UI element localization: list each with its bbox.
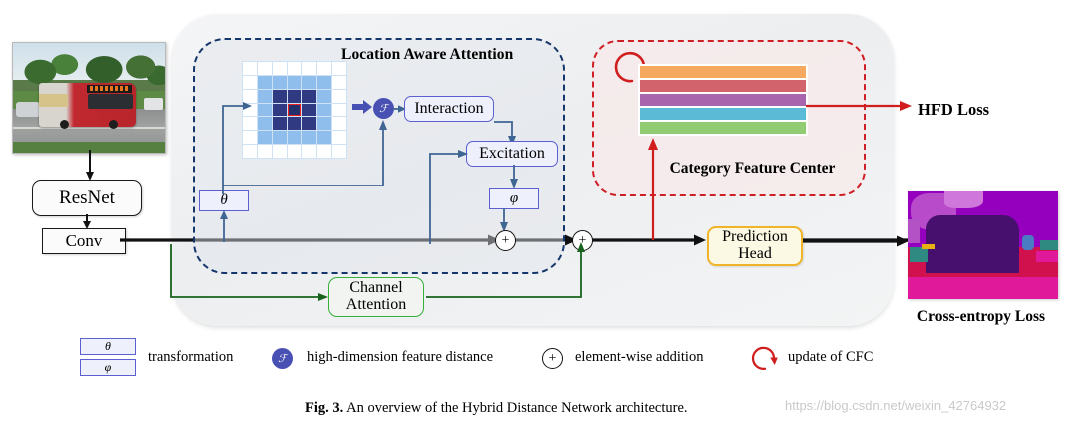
category-feature-center-label: Category Feature Center: [669, 160, 836, 177]
feature-distance-icon: ℱ: [373, 98, 394, 119]
legend-theta-box: θ: [80, 338, 136, 355]
figure-caption: Fig. 3. An overview of the Hybrid Distan…: [305, 400, 688, 417]
theta-transform-box[interactable]: θ: [199, 190, 249, 211]
cross-entropy-loss-label: Cross-entropy Loss: [916, 308, 1046, 325]
arrow-f-to-interaction: [393, 105, 406, 113]
category-feature-center-bars: [638, 64, 808, 136]
input-image: [12, 42, 166, 154]
legend-f-circle-icon: ℱ: [272, 348, 293, 369]
watermark: https://blog.csdn.net/weixin_42764932: [785, 398, 1007, 413]
elementwise-add-1: +: [495, 230, 516, 251]
prediction-head-block[interactable]: Prediction Head: [707, 226, 803, 266]
legend-phi-box: φ: [80, 359, 136, 376]
legend-update-cfc-icon: [751, 346, 778, 370]
interaction-block[interactable]: Interaction: [404, 96, 494, 122]
arrow-cfc-to-hfd-loss: [806, 101, 912, 111]
attention-grid: [242, 61, 347, 159]
path-theta-to-grid: [222, 102, 252, 194]
caption-prefix: Fig. 3.: [305, 400, 344, 416]
location-aware-attention-title: Location Aware Attention: [341, 46, 514, 63]
legend: θ φ transformation ℱ high-dimension feat…: [0, 332, 1065, 384]
channel-attention-line2: Attention: [345, 296, 407, 313]
arrow-backbone-to-theta: [220, 210, 228, 242]
excitation-label: Excitation: [479, 144, 545, 162]
prediction-head-line2: Head: [738, 245, 772, 262]
prediction-head-line1: Prediction: [722, 228, 788, 246]
conv-block[interactable]: Conv: [42, 228, 126, 254]
arrow-predhead-to-output: [803, 235, 909, 247]
path-backbone-to-excitation: [429, 150, 468, 244]
hfd-loss-label: HFD Loss: [918, 100, 990, 119]
output-segmentation-image: [908, 191, 1058, 299]
legend-text-elementwise-add: element-wise addition: [575, 349, 704, 365]
legend-plus-icon: +: [542, 348, 563, 369]
cfc-bar: [640, 66, 806, 78]
cfc-bar: [640, 80, 806, 92]
arrow-phi-to-plus1: [500, 208, 508, 232]
excitation-block[interactable]: Excitation: [466, 141, 558, 167]
channel-attention-paths: [170, 242, 585, 301]
cfc-bar: [640, 108, 806, 120]
legend-text-transformation: transformation: [148, 349, 234, 365]
legend-text-feature-distance: high-dimension feature distance: [307, 349, 494, 365]
channel-attention-line1: Channel: [349, 279, 403, 297]
cfc-bar: [640, 122, 806, 134]
feature-extract-arrow-icon: [352, 100, 372, 114]
caption-text: An overview of the Hybrid Distance Netwo…: [346, 400, 688, 416]
legend-text-update-cfc: update of CFC: [788, 349, 874, 365]
phi-transform-box[interactable]: φ: [489, 188, 539, 209]
arrow-input-to-resnet: [86, 150, 94, 181]
resnet-block[interactable]: ResNet: [32, 180, 142, 216]
arrow-excitation-to-phi: [510, 165, 518, 189]
cfc-bar: [640, 94, 806, 106]
arrow-resnet-to-conv: [83, 214, 91, 229]
arrow-backbone-to-cfc: [648, 138, 658, 240]
path-theta-to-f: [223, 120, 387, 186]
channel-attention-block[interactable]: Channel Attention: [328, 277, 424, 317]
